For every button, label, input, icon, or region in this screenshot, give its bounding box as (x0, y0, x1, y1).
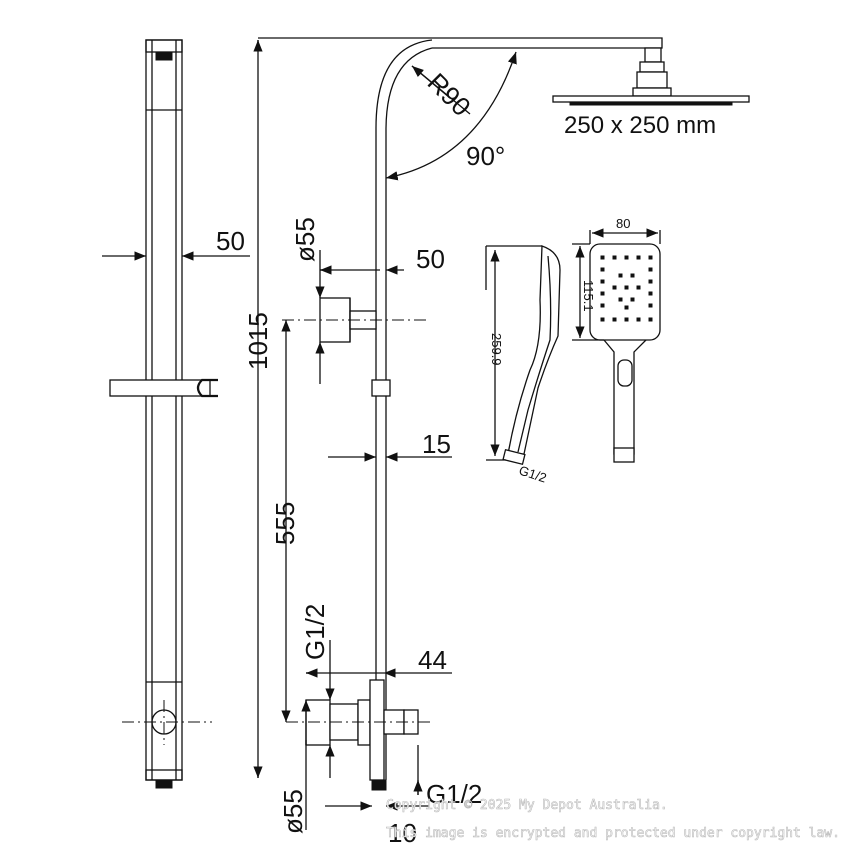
rail-side-view (109, 39, 218, 789)
watermark-line-2: This image is encrypted and protected un… (386, 826, 840, 841)
mixer-height-dimension: 555 (270, 320, 300, 722)
bend-angle-label: 90° (466, 141, 505, 171)
pipe-diameter-label: 15 (422, 429, 451, 459)
head-size-label: 250 x 250 mm (564, 112, 716, 139)
total-height-label: 1015 (243, 312, 273, 370)
shower-head: 250 x 250 mm (552, 47, 750, 139)
bracket-offset-label: 50 (416, 244, 445, 274)
handshower-head-height-label: 115.1 (581, 280, 596, 312)
bend-dimensions: R90 90° (385, 51, 517, 181)
bottom-thread-label: G1/2 (426, 779, 482, 809)
handshower-width-label: 80 (616, 216, 630, 231)
handshower-length-label: 259.9 (489, 333, 504, 366)
pipe-diameter-dimension: 15 (328, 429, 452, 462)
bottom-diameter-label: ø55 (278, 789, 308, 834)
mixer-offset-label: 44 (418, 645, 447, 675)
copyright-watermark: Copyright © 2025 My Depot Australia. Thi… (386, 798, 841, 842)
bottom-offset-label: 10 (388, 818, 417, 848)
total-height-dimension: 1015 (243, 40, 273, 778)
bracket-dimensions: ø55 50 (290, 217, 445, 384)
handshower-front-view: 80 115.1 (572, 216, 661, 463)
wall-bracket (282, 297, 430, 343)
mixer-height-label: 555 (270, 502, 300, 545)
handshower-thread-label: G1/2 (517, 463, 548, 486)
riser-pipe (258, 37, 663, 780)
mixer-valve (286, 679, 430, 791)
inlet-thread-top-label: G1/2 (300, 604, 330, 660)
bracket-diameter-label: ø55 (290, 217, 320, 262)
watermark-line-1: Copyright © 2025 My Depot Australia. (386, 798, 668, 813)
rail-width-dimension: 50 (102, 226, 250, 261)
mixer-dimensions: G1/2 44 ø55 G1/2 10 (278, 604, 482, 848)
spray-nozzles (600, 255, 653, 322)
rail-width-label: 50 (216, 226, 245, 256)
bend-radius-label: R90 (422, 67, 477, 122)
handshower-side-view: 259.9 G1/2 (485, 245, 561, 486)
